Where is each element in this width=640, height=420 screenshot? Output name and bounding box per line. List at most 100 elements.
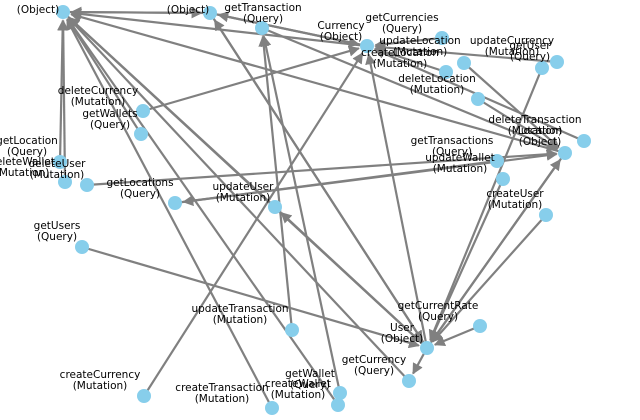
node-label-line: deleteLocation bbox=[398, 73, 476, 85]
node-label-deleteWallet: deleteWallet(Mutation) bbox=[0, 156, 55, 179]
node-label-line: getTransaction bbox=[224, 2, 301, 14]
node-label-line: getCurrentRate bbox=[398, 300, 479, 312]
edge-getWallets-to-transaction bbox=[66, 18, 142, 135]
node-label-line: getWallet bbox=[285, 368, 335, 380]
node-updateWallet bbox=[496, 172, 510, 186]
edge-currency-to-transaction bbox=[70, 8, 368, 48]
node-label-line: (Query) bbox=[7, 146, 47, 158]
node-label-line: getCurrency bbox=[342, 354, 407, 366]
node-label-updateCurrency: updateCurrency(Mutation) bbox=[470, 35, 554, 58]
node-label-line: getUsers bbox=[34, 220, 81, 232]
node-label-line: (Mutation) bbox=[373, 58, 428, 70]
node-label-line: (Object) bbox=[167, 4, 209, 16]
node-label-line: (Mutation) bbox=[410, 84, 465, 96]
node-label-line: createUser bbox=[486, 188, 544, 200]
node-label-updateWallet: updateWallet(Mutation) bbox=[425, 152, 495, 175]
edge-location-to-user bbox=[431, 152, 566, 342]
node-label-transaction: (Object) bbox=[17, 4, 59, 16]
node-label-line: Currency bbox=[317, 20, 364, 32]
node-label-line: updateWallet bbox=[425, 152, 495, 164]
node-label-line: (Mutation) bbox=[71, 96, 126, 108]
node-createCurrency bbox=[137, 389, 151, 403]
node-label-line: User bbox=[390, 322, 415, 334]
edge-getCurrentRate-to-user bbox=[433, 324, 481, 347]
node-label-getWallet: getWallet(Query) bbox=[285, 368, 335, 391]
node-label-line: (Query) bbox=[120, 188, 160, 200]
node-label-line: (Mutation) bbox=[508, 125, 563, 137]
node-label-line: (Mutation) bbox=[216, 192, 271, 204]
node-createWallet bbox=[331, 398, 345, 412]
node-label-updateUser: updateUser(Mutation) bbox=[213, 181, 275, 204]
node-createLocation bbox=[457, 56, 471, 70]
node-label-line: getWallets bbox=[82, 108, 137, 120]
labels-layer: (Object)(Object)getTransaction(Query)Cur… bbox=[0, 2, 582, 405]
node-label-line: createCurrency bbox=[60, 369, 141, 381]
node-label-line: (Object) bbox=[381, 333, 423, 345]
edge-getCurrencies-to-currency bbox=[374, 36, 443, 50]
edge-deleteUser-to-location bbox=[86, 148, 558, 187]
node-label-getCurrency: getCurrency(Query) bbox=[342, 354, 407, 377]
node-label-line: (Query) bbox=[382, 23, 422, 35]
node-label-createWallet: createWallet(Mutation) bbox=[265, 378, 331, 401]
node-updateTransaction bbox=[285, 323, 299, 337]
node-label-line: updateLocation bbox=[379, 35, 460, 47]
node-label-line: deleteTransaction bbox=[488, 114, 581, 126]
node-label-line: deleteWallet bbox=[0, 156, 55, 168]
node-label-line: getCurrencies bbox=[365, 12, 438, 24]
node-label-line: (Query) bbox=[432, 146, 472, 158]
node-deleteUser bbox=[80, 178, 94, 192]
edge-transaction-to-wallet bbox=[62, 7, 203, 19]
node-getTransaction bbox=[255, 21, 269, 35]
node-getUsers bbox=[75, 240, 89, 254]
node-label-line: (Mutation) bbox=[485, 46, 540, 58]
edge-user-to-currency bbox=[365, 53, 429, 349]
node-wallet bbox=[203, 6, 217, 20]
node-label-line: (Query) bbox=[290, 379, 330, 391]
node-createTransaction bbox=[265, 401, 279, 415]
node-label-deleteLocation: deleteLocation(Mutation) bbox=[398, 73, 476, 96]
node-label-createUser: createUser(Mutation) bbox=[486, 188, 544, 211]
node-label-updateLocation: updateLocation(Mutation) bbox=[379, 35, 460, 58]
node-getCurrencies bbox=[435, 31, 449, 45]
edge-getUsers-to-user bbox=[81, 245, 420, 349]
node-label-deleteTransaction: deleteTransaction(Mutation) bbox=[488, 114, 581, 137]
node-deleteLocation bbox=[471, 92, 485, 106]
node-getLocations bbox=[168, 196, 182, 210]
node-label-line: getLocation bbox=[0, 135, 58, 147]
node-getLocation bbox=[53, 155, 67, 169]
edge-createCurrency-to-currency bbox=[143, 52, 364, 397]
node-label-line: (Mutation) bbox=[0, 167, 49, 179]
node-label-line: createTransaction bbox=[175, 382, 268, 394]
edge-updateUser-to-transaction bbox=[68, 16, 276, 208]
node-deleteCurrency bbox=[136, 104, 150, 118]
node-label-deleteCurrency: deleteCurrency(Mutation) bbox=[58, 85, 138, 108]
node-user bbox=[420, 341, 434, 355]
edge-createUser-to-user bbox=[431, 214, 547, 343]
node-label-line: Location bbox=[518, 125, 562, 137]
node-getCurrentRate bbox=[473, 319, 487, 333]
node-location bbox=[558, 146, 572, 160]
edge-getCurrency-to-transaction bbox=[68, 17, 410, 382]
node-label-updateTransaction: updateTransaction(Mutation) bbox=[191, 303, 288, 326]
node-label-line: (Mutation) bbox=[73, 380, 128, 392]
node-getTransactions bbox=[490, 154, 504, 168]
edge-wallet-to-user bbox=[209, 12, 424, 342]
node-label-line: (Mutation) bbox=[393, 46, 448, 58]
node-label-line: (Mutation) bbox=[195, 393, 250, 405]
node-label-line: getTransactions bbox=[411, 135, 494, 147]
node-label-line: deleteUser bbox=[28, 158, 86, 170]
node-label-line: (Query) bbox=[243, 13, 283, 25]
node-label-deleteUser: deleteUser(Mutation) bbox=[28, 158, 86, 181]
edge-createWallet-to-transaction bbox=[66, 18, 339, 406]
edge-user-to-updateUser bbox=[280, 211, 428, 349]
node-getWallet bbox=[333, 386, 347, 400]
node-label-line: (Mutation) bbox=[30, 169, 85, 181]
node-label-line: deleteCurrency bbox=[58, 85, 138, 97]
edge-deleteCurrency-to-currency bbox=[142, 45, 360, 113]
node-currency bbox=[360, 39, 374, 53]
node-label-getTransaction: getTransaction(Query) bbox=[224, 2, 301, 25]
node-updateUser bbox=[268, 200, 282, 214]
edge-getWallet-to-getTransaction bbox=[260, 35, 342, 394]
node-transaction bbox=[56, 5, 70, 19]
edge-createLocation-to-location bbox=[463, 62, 560, 149]
